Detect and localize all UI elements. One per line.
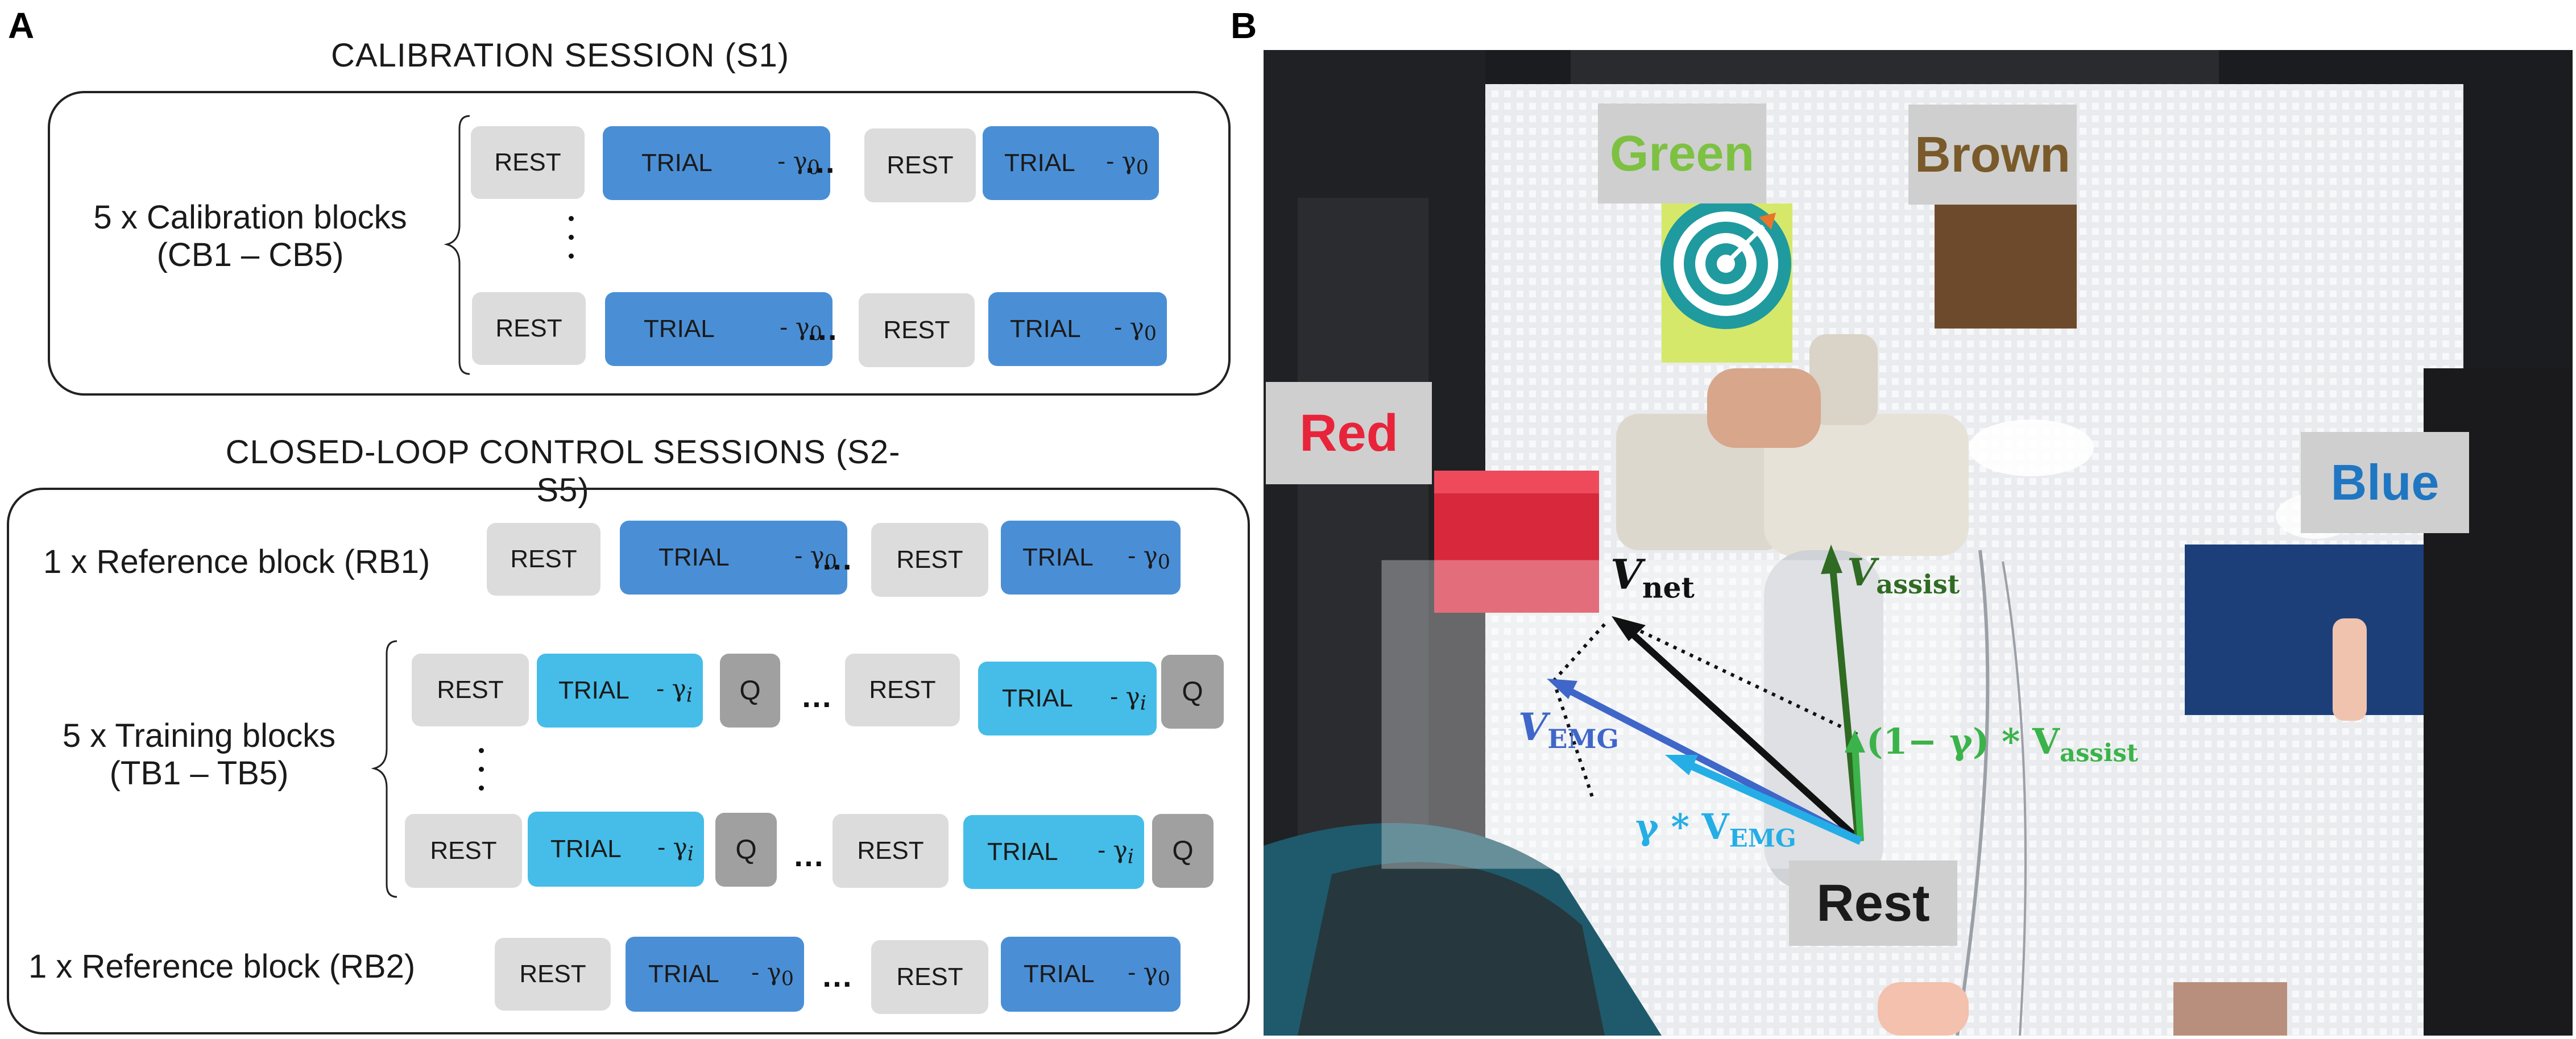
training-blocks-label: 5 x Training blocks (TB1 – TB5)	[28, 717, 370, 792]
scaled-assist-arrow	[1852, 744, 1864, 842]
ellipsis: …	[804, 144, 839, 180]
calibration-label-line1: 5 x Calibration blocks	[93, 199, 407, 236]
calibration-label-line2: (CB1 – CB5)	[156, 236, 344, 273]
trial-label: TRIAL	[550, 835, 622, 863]
gamma-label: - γ0	[1128, 541, 1170, 574]
questionnaire-block: Q	[720, 654, 780, 728]
training-brace	[371, 640, 397, 898]
v-assist-arrow	[1829, 561, 1862, 842]
experiment-photo: Green Brown Red Blue Rest Vnet Vassist (…	[1264, 50, 2573, 1036]
scaled-emg-label: γ * VEMG	[1635, 806, 1796, 853]
gamma-label: - γ0	[1114, 313, 1157, 346]
panel-label-b: B	[1231, 5, 1257, 46]
calibration-blocks-label: 5 x Calibration blocks (CB1 – CB5)	[57, 199, 444, 274]
gamma-label: - γ0	[1128, 958, 1170, 991]
gamma-label: - γi	[656, 674, 693, 707]
trial-label: TRIAL	[1022, 543, 1094, 571]
rest-block: REST	[833, 814, 949, 888]
ellipsis: …	[801, 678, 836, 714]
gamma-label: - γ0	[777, 147, 820, 180]
v-net-label: Vnet	[1610, 550, 1695, 605]
rest-block: REST	[471, 126, 585, 199]
trial-block: TRIAL - γi	[537, 654, 703, 728]
trial-label: TRIAL	[1024, 960, 1095, 988]
trial-label: TRIAL	[1010, 315, 1081, 343]
trial-block: TRIAL - γi	[528, 812, 704, 887]
trial-block: TRIAL - γ0	[603, 126, 830, 200]
ellipsis: …	[806, 311, 842, 347]
rest-block: REST	[871, 940, 988, 1014]
rest-block: REST	[871, 523, 988, 597]
gamma-label: - γi	[1098, 836, 1134, 868]
calibration-brace	[444, 115, 470, 375]
calibration-title: CALIBRATION SESSION (S1)	[330, 37, 790, 74]
questionnaire-block: Q	[1152, 814, 1214, 888]
target-dartboard	[1660, 198, 1791, 329]
questionnaire-block: Q	[1161, 655, 1224, 729]
rest-block: REST	[864, 128, 976, 202]
gamma-label: - γi	[657, 833, 694, 866]
target-tag-red: Red	[1266, 382, 1432, 484]
vertical-ellipsis	[569, 216, 574, 272]
rest-block: REST	[405, 814, 522, 888]
reference-block-label-rb2: 1 x Reference block (RB2)	[28, 948, 416, 985]
v-emg-label: VEMG	[1518, 705, 1619, 755]
trial-block: TRIAL - γ0	[1001, 937, 1181, 1012]
target-tag-rest: Rest	[1789, 861, 1957, 946]
trial-block: TRIAL - γ0	[620, 521, 847, 595]
panel-label-a: A	[8, 5, 35, 46]
target-tag-green: Green	[1598, 103, 1766, 203]
rest-block: REST	[495, 938, 611, 1011]
closed-loop-frame	[7, 488, 1250, 1034]
ellipsis: …	[821, 541, 856, 576]
rest-block: REST	[845, 654, 960, 726]
trial-label: TRIAL	[1004, 149, 1075, 177]
trial-block: TRIAL - γi	[963, 815, 1144, 889]
reference-block-label-rb1: 1 x Reference block (RB1)	[43, 543, 430, 580]
v-assist-label: Vassist	[1847, 550, 1960, 600]
gamma-label: - γ0	[794, 541, 837, 574]
trial-block: TRIAL - γi	[978, 662, 1157, 735]
trial-block: TRIAL - γ0	[626, 937, 804, 1012]
trial-label: TRIAL	[648, 960, 719, 988]
gamma-label: - γi	[1110, 682, 1146, 715]
v-net-arrow	[1622, 625, 1863, 844]
trial-label: TRIAL	[558, 676, 629, 704]
trial-block: TRIAL - γ0	[988, 292, 1167, 366]
trial-label: TRIAL	[987, 838, 1058, 866]
rest-block: REST	[859, 293, 975, 367]
target-tag-blue: Blue	[2301, 432, 2469, 533]
gamma-label: - γ0	[780, 313, 822, 346]
rest-block: REST	[472, 292, 586, 365]
trial-label: TRIAL	[659, 543, 730, 571]
trial-label: TRIAL	[1002, 684, 1073, 712]
trial-block: TRIAL - γ0	[1001, 521, 1181, 595]
closed-loop-title: CLOSED-LOOP CONTROL SESSIONS (S2-S5)	[225, 434, 901, 509]
questionnaire-block: Q	[715, 813, 777, 887]
vertical-ellipsis	[479, 748, 484, 804]
rest-block: REST	[412, 654, 529, 726]
training-label-line2: (TB1 – TB5)	[109, 755, 289, 792]
training-label-line1: 5 x Training blocks	[62, 717, 336, 754]
trial-label: TRIAL	[641, 149, 713, 177]
ellipsis: …	[793, 837, 828, 873]
trial-block: TRIAL - γ0	[605, 292, 833, 366]
trial-label: TRIAL	[644, 315, 715, 343]
ellipsis: …	[821, 958, 856, 994]
gamma-label: - γ0	[751, 958, 794, 991]
scaled-assist-label: (1− γ) * Vassist	[1866, 721, 2138, 768]
calibration-frame	[48, 91, 1231, 396]
trial-block: TRIAL - γ0	[983, 126, 1159, 200]
target-tag-brown: Brown	[1908, 105, 2077, 205]
scaled-emg-arrow	[1680, 758, 1862, 845]
gamma-label: - γ0	[1106, 147, 1149, 180]
rest-block: REST	[487, 523, 600, 596]
